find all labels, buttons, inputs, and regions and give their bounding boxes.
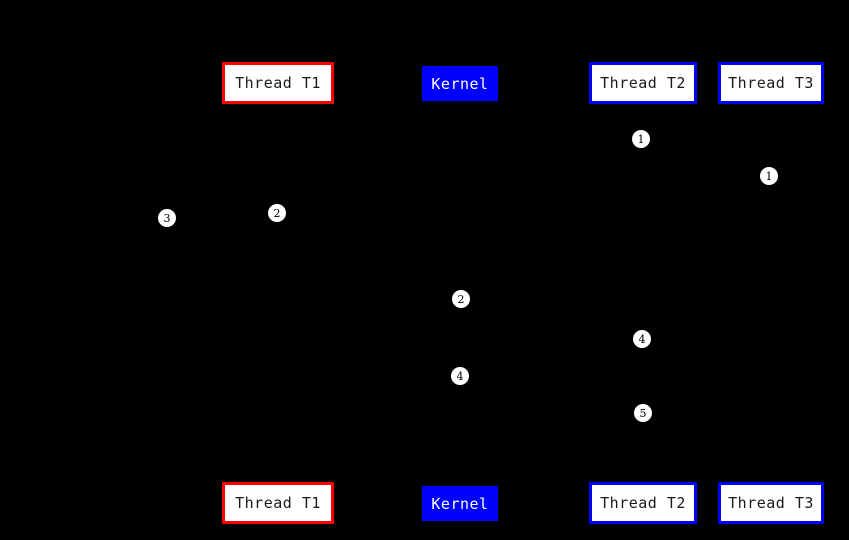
participant-label: Thread T3 [728,494,814,512]
participant-box-kernel[interactable]: Kernel [422,66,498,101]
lifeline-life-t1 [278,104,279,482]
step-marker-1: 1 [632,130,650,148]
participant-box-t3[interactable]: Thread T3 [718,62,824,104]
participant-label: Thread T2 [600,494,686,512]
lifeline-life-t2 [643,104,644,482]
participant-box-t1b[interactable]: Thread T1 [222,482,334,524]
step-marker-4: 4 [633,330,651,348]
step-marker-2: 2 [452,290,470,308]
step-marker-5: 5 [634,404,652,422]
participant-box-t1[interactable]: Thread T1 [222,62,334,104]
participant-label: Thread T3 [728,74,814,92]
participant-box-kernelb[interactable]: Kernel [422,486,498,521]
participant-label: Kernel [431,494,489,513]
lifeline-life-t3 [771,104,772,482]
participant-label: Thread T1 [235,74,321,92]
participant-label: Thread T2 [600,74,686,92]
participant-label: Thread T1 [235,494,321,512]
participant-box-t3b[interactable]: Thread T3 [718,482,824,524]
participant-label: Kernel [431,74,489,93]
step-marker-4: 4 [451,367,469,385]
participant-box-t2b[interactable]: Thread T2 [589,482,697,524]
step-marker-2: 2 [268,204,286,222]
step-marker-3: 3 [158,209,176,227]
participant-box-t2[interactable]: Thread T2 [589,62,697,104]
step-marker-1: 1 [760,167,778,185]
